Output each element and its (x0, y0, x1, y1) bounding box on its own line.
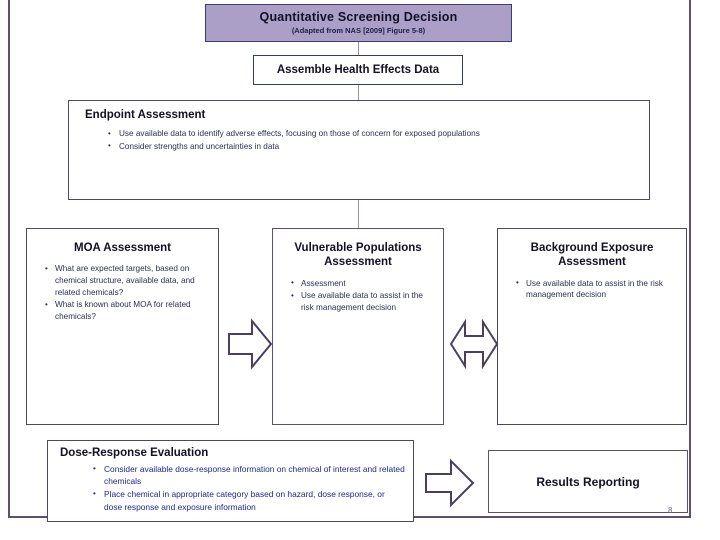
dose-response-heading: Dose-Response Evaluation (60, 447, 209, 459)
vulnerable-populations-heading-line2: Assessment (324, 256, 392, 269)
right-arrow-icon (425, 458, 475, 508)
list-item: Place chemical in appropriate category b… (93, 488, 405, 512)
vulnerable-populations-bullets: Assessment Use available data to assist … (279, 277, 437, 314)
moa-assessment-bullets: What are expected targets, based on chem… (33, 263, 212, 322)
node-results-reporting: Results Reporting (488, 450, 688, 513)
node-endpoint-assessment: Endpoint Assessment Use available data t… (68, 100, 650, 200)
vulnerable-populations-heading-line1: Vulnerable Populations (294, 242, 422, 254)
list-item: Use available data to assist in the risk… (516, 277, 680, 301)
results-reporting-label: Results Reporting (536, 474, 640, 489)
background-exposure-heading-line1: Background Exposure (530, 242, 654, 254)
background-exposure-heading-line2: Assessment (558, 256, 626, 269)
double-arrow-icon (450, 318, 498, 370)
node-vulnerable-populations-assessment: Vulnerable Populations Assessment Assess… (272, 228, 444, 425)
list-item: Consider available dose-response informa… (93, 462, 405, 487)
list-item: What are expected targets, based on chem… (45, 263, 212, 298)
connector-assemble-to-endpoint (358, 85, 359, 101)
list-item: What is known about MOA for related chem… (45, 299, 212, 322)
diagram-title: Quantitative Screening Decision (259, 9, 458, 24)
diagram-subtitle: (Adapted from NAS [2009] Figure 5-8) (291, 26, 426, 36)
connector-title-to-assemble (358, 42, 359, 56)
list-item: Use available data to identify adverse e… (108, 128, 639, 140)
right-arrow-icon (228, 318, 272, 370)
endpoint-assessment-bullets: Use available data to identify adverse e… (79, 128, 639, 153)
page-number: 8 (668, 506, 673, 515)
node-assemble-label: Assemble Health Effects Data (276, 64, 440, 76)
node-moa-assessment: MOA Assessment What are expected targets… (26, 228, 219, 425)
dose-response-bullets: Consider available dose-response informa… (56, 462, 405, 513)
connector-endpoint-to-vulnerable (358, 200, 359, 229)
vulnerable-populations-heading: Vulnerable Populations Assessment (279, 241, 437, 270)
diagram-title-banner: Quantitative Screening Decision (Adapted… (205, 4, 512, 42)
list-item: Use available data to assist in the risk… (291, 290, 437, 313)
node-assemble-health-effects-data: Assemble Health Effects Data (253, 55, 463, 85)
list-item: Consider strengths and uncertainties in … (108, 140, 639, 153)
node-background-exposure-assessment: Background Exposure Assessment Use avail… (497, 228, 687, 425)
endpoint-assessment-heading: Endpoint Assessment (85, 109, 206, 121)
node-dose-response-evaluation: Dose-Response Evaluation Consider availa… (47, 440, 414, 522)
background-exposure-bullets: Use available data to assist in the risk… (504, 277, 680, 301)
moa-assessment-heading: MOA Assessment (74, 242, 171, 254)
background-exposure-heading: Background Exposure Assessment (504, 241, 680, 270)
list-item: Assessment (291, 277, 437, 290)
